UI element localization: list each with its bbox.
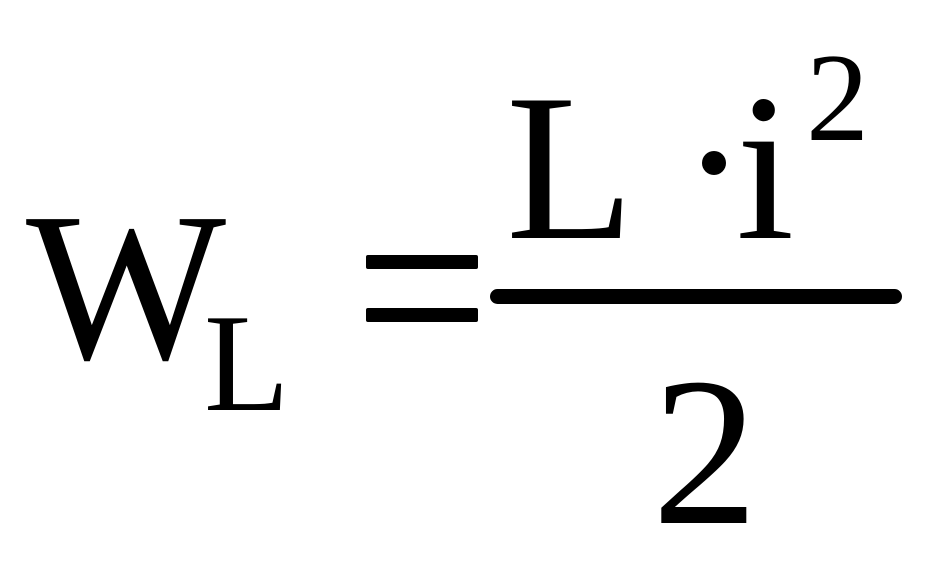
lhs-symbol: W — [26, 169, 227, 404]
multiplication-dot — [702, 151, 726, 175]
numerator-current: i — [736, 52, 795, 284]
denominator: 2 — [652, 334, 758, 569]
energy-formula: W L L i 2 2 — [26, 29, 902, 558]
fraction-bar — [490, 289, 902, 304]
equals-bar-bottom — [366, 308, 478, 322]
current-exponent: 2 — [806, 29, 869, 168]
numerator-inductance: L — [506, 52, 635, 284]
lhs-subscript: L — [204, 286, 290, 441]
equals-bar-top — [366, 255, 478, 269]
